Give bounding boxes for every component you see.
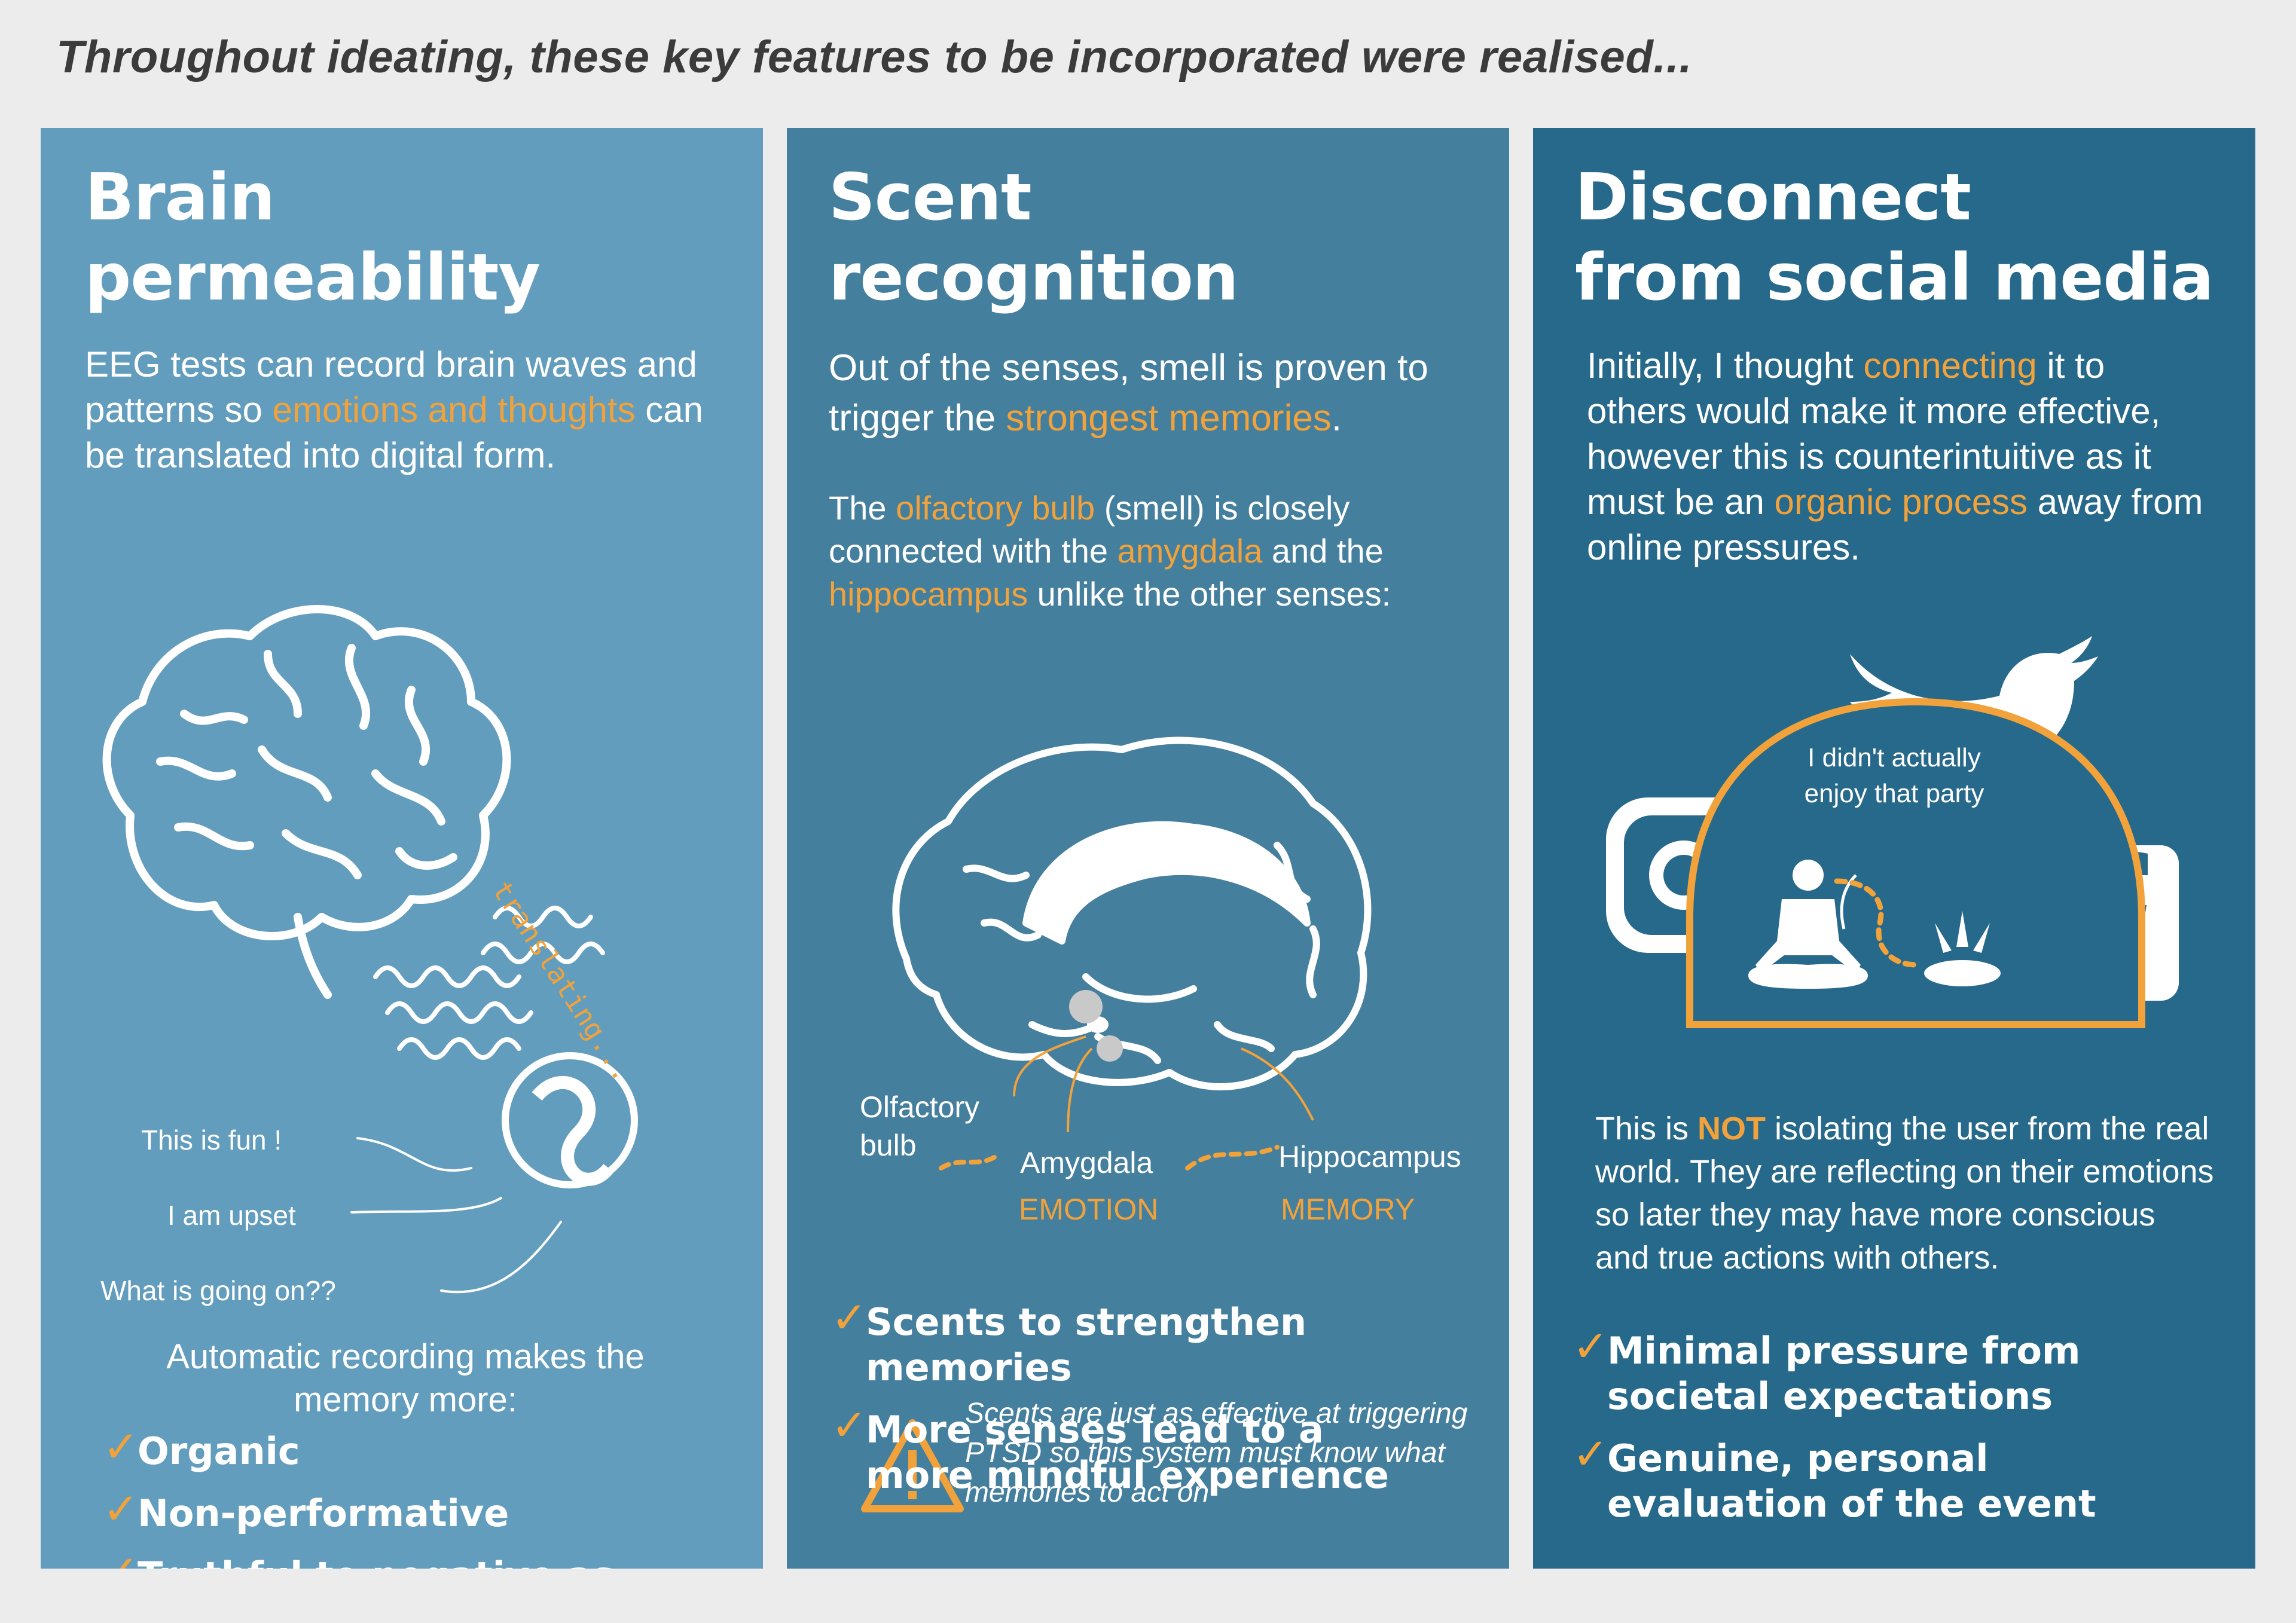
check-item: ✓Organic xyxy=(103,1422,300,1473)
auto-recording-text: Automatic recording makes the memory mor… xyxy=(166,1337,645,1419)
connection-text: The olfactory bulb (smell) is closely co… xyxy=(829,489,1391,613)
ground-hole-icon xyxy=(1924,911,2001,986)
thought-1: This is fun ! xyxy=(141,1124,282,1156)
feature-checklist: ✓Organic ✓Non-performative ✓Truthful to … xyxy=(103,1422,737,1569)
highlight-text: strongest memories xyxy=(1006,398,1332,439)
check-icon: ✓ xyxy=(103,1548,139,1569)
panel-brain-permeability: Brain permeability EEG tests can record … xyxy=(41,128,763,1569)
check-icon: ✓ xyxy=(831,1400,868,1450)
title-line-1: Scent xyxy=(829,160,1032,235)
panel-disconnect-social-media: Disconnect from social media Initially, … xyxy=(1533,128,2255,1569)
panel-scent-recognition: Scent recognition Out of the senses, sme… xyxy=(787,128,1509,1569)
title-line-2: permeability xyxy=(85,240,541,315)
brain-icon xyxy=(102,605,511,999)
title-line-1: Disconnect xyxy=(1575,160,1971,235)
social-illustration xyxy=(1606,636,2179,1028)
check-icon: ✓ xyxy=(1573,1429,1609,1479)
scent-bubble-icon xyxy=(502,1052,638,1188)
brain-sagittal-icon xyxy=(892,736,1372,1090)
warning-text: Scents are just as effective at triggeri… xyxy=(965,1398,1468,1508)
warning-icon xyxy=(861,1419,964,1512)
check-icon: ✓ xyxy=(103,1422,139,1472)
brain-diagram xyxy=(861,736,1372,1512)
thought-3: What is going on?? xyxy=(100,1275,336,1306)
speech-pointer xyxy=(1840,874,1857,930)
check-icon: ✓ xyxy=(103,1484,139,1534)
check-item: ✓More senses lead to a more mindful expe… xyxy=(831,1400,1390,1497)
meditating-person-icon xyxy=(1748,860,1868,989)
title-line-2: from social media xyxy=(1575,240,2214,315)
check-icon: ✓ xyxy=(1573,1321,1609,1371)
highlight-text: emotions and thoughts xyxy=(272,390,636,430)
title-line-2: recognition xyxy=(829,240,1239,315)
memory-label: MEMORY xyxy=(1281,1193,1415,1226)
panel-title: Disconnect from social media xyxy=(1575,158,2214,318)
panel-title: Scent recognition xyxy=(829,158,1239,318)
reflection-text: This is NOT isolating the user from the … xyxy=(1595,1111,2214,1276)
check-item: ✓Genuine, personal evaluation of the eve… xyxy=(1573,1429,2096,1526)
hippocampus-label: Hippocampus xyxy=(1278,1140,1461,1173)
title-line-1: Brain xyxy=(85,160,275,235)
panel-title: Brain permeability xyxy=(85,158,541,318)
check-item: ✓Truthful to negative as well as positiv… xyxy=(103,1548,652,1569)
check-item: ✓Non-performative xyxy=(103,1484,509,1535)
intro-text: Out of the senses, smell is proven to tr… xyxy=(829,347,1428,439)
check-item: ✓Minimal pressure from societal expectat… xyxy=(1573,1321,2081,1418)
thought-2: I am upset xyxy=(167,1200,296,1231)
intro-text: EEG tests can record brain waves and pat… xyxy=(85,344,704,475)
dashed-connectors xyxy=(939,1145,1280,1170)
intro-text: Initially, I thought connecting it to ot… xyxy=(1587,346,2203,567)
amygdala-region xyxy=(1069,990,1123,1062)
wave-icon xyxy=(373,906,605,1060)
feature-checklist: ✓Scents to strengthen memories ✓More sen… xyxy=(831,1292,1495,1515)
leader-lines xyxy=(1013,1035,1314,1133)
dashed-trail xyxy=(1834,878,1919,968)
brain-illustration xyxy=(102,605,638,1294)
feature-checklist: ✓Minimal pressure from societal expectat… xyxy=(1573,1321,2242,1543)
check-icon: ✓ xyxy=(831,1292,868,1343)
connector-lines xyxy=(350,1137,562,1294)
emotion-label: EMOTION xyxy=(1019,1193,1159,1226)
check-item: ✓Scents to strengthen memories xyxy=(831,1292,1307,1389)
page-heading: Throughout ideating, these key features … xyxy=(56,32,1693,82)
amygdala-label: Amygdala xyxy=(1020,1146,1153,1179)
